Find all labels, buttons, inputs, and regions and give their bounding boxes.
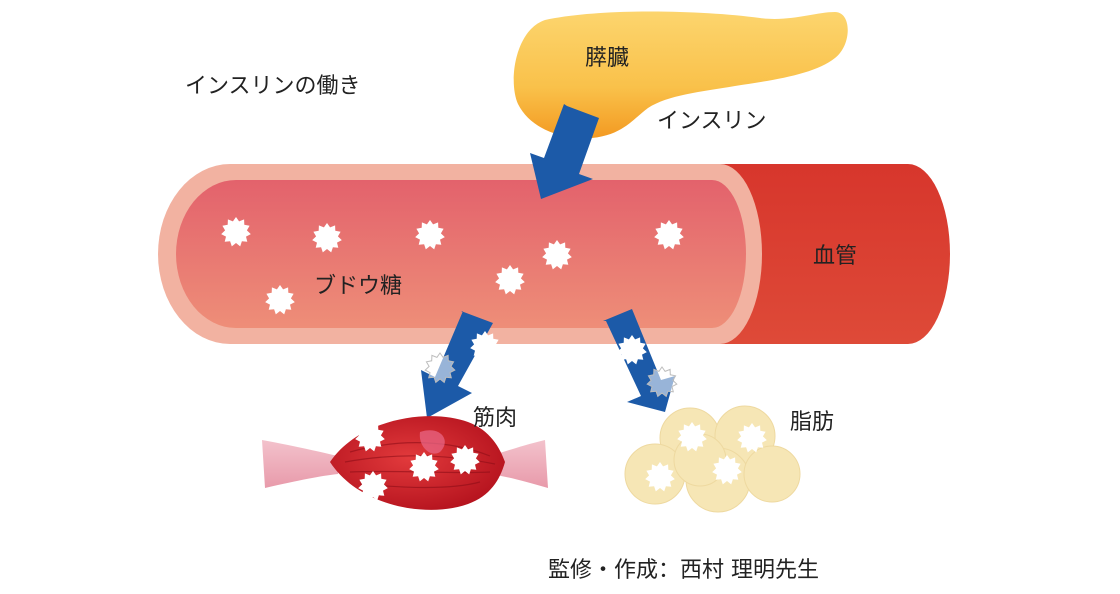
fat-illustration <box>624 405 801 513</box>
fat-label: 脂肪 <box>790 410 835 435</box>
glucose-particle-icon <box>646 366 678 398</box>
glucose-particle-icon <box>312 223 342 253</box>
glucose-particle-icon <box>470 331 500 361</box>
glucose-particle-icon <box>617 335 647 365</box>
glucose-particle-icon <box>654 220 684 250</box>
glucose-particle-icon <box>265 285 295 315</box>
arrow-icon-insulin <box>530 104 599 199</box>
glucose-particle-icon <box>712 455 742 485</box>
muscle-label: 筋肉 <box>473 406 518 431</box>
glucose-particle-icon <box>677 422 707 452</box>
glucose-particle-icon <box>221 217 251 247</box>
credit-text: 監修・作成：西村 理明先生 <box>548 558 819 583</box>
insulin-label: インスリン <box>657 109 767 134</box>
glucose-particle-icon <box>645 462 675 492</box>
pancreas-shape <box>513 11 848 139</box>
glucose-particle-icon <box>450 445 480 475</box>
glucose-particle-icon <box>737 423 767 453</box>
pancreas-label: 膵臓 <box>585 46 630 71</box>
glucose-particle-icon <box>355 422 385 452</box>
blood-vessel-label: 血管 <box>813 244 858 269</box>
glucose-particle-icon <box>495 265 525 295</box>
glucose-particle-icon <box>409 452 439 482</box>
glucose-particle-icon <box>415 220 445 250</box>
glucose-particle-icon <box>542 240 572 270</box>
glucose-particle-icon <box>424 352 456 384</box>
glucose-label: ブドウ糖 <box>314 274 403 299</box>
glucose-particle-icon <box>358 471 388 501</box>
diagram-title: インスリンの働き <box>185 74 361 99</box>
blood-vessel-lumen <box>176 180 746 328</box>
arrow-icon-muscle <box>421 311 493 418</box>
